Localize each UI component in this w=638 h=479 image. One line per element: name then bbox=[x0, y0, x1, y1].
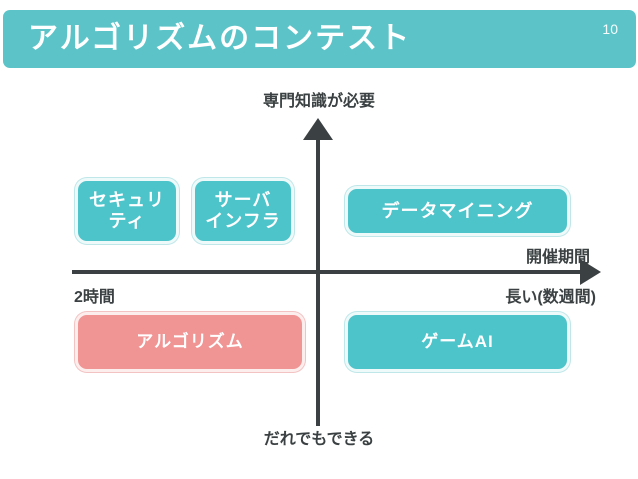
title-banner: アルゴリズムのコンテスト 10 bbox=[3, 10, 636, 68]
axis-y-line bbox=[316, 136, 320, 426]
axis-y-arrowhead-icon bbox=[303, 118, 333, 140]
page-title: アルゴリズムのコンテスト bbox=[28, 22, 412, 55]
axis-x-name-label: 開催期間 bbox=[525, 249, 590, 266]
axis-y-top-label: 専門知識が必要 bbox=[262, 93, 376, 110]
page-number: 10 bbox=[602, 21, 618, 37]
axis-x-right-value-label: 長い(数週間) bbox=[505, 289, 596, 306]
concept-box-algorithm[interactable]: アルゴリズム bbox=[75, 312, 305, 372]
concept-box-label: アルゴリズム bbox=[136, 332, 244, 352]
axis-x-arrowhead-icon bbox=[580, 259, 601, 285]
concept-box-label: サーバ インフラ bbox=[205, 190, 281, 231]
concept-box-label: ゲームAI bbox=[421, 332, 494, 352]
concept-box-server-infra[interactable]: サーバ インフラ bbox=[192, 178, 294, 244]
axis-y-bottom-label: だれでもできる bbox=[263, 431, 375, 448]
concept-box-label: セキュリ ティ bbox=[89, 190, 165, 231]
axis-x-line bbox=[72, 270, 589, 274]
concept-box-label: データマイニング bbox=[381, 200, 534, 221]
concept-box-data-mining[interactable]: データマイニング bbox=[345, 186, 570, 236]
axis-x-left-value-label: 2時間 bbox=[74, 289, 115, 306]
concept-box-security[interactable]: セキュリ ティ bbox=[75, 178, 179, 244]
concept-box-game-ai[interactable]: ゲームAI bbox=[345, 312, 570, 372]
